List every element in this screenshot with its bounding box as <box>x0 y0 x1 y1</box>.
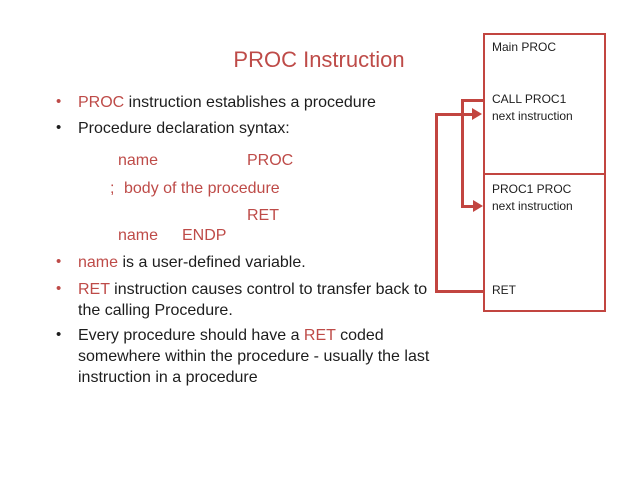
bullet-text: name is a user-defined variable. <box>78 254 306 271</box>
bullet-item: • name is a user-defined variable. <box>40 252 476 273</box>
diagram-call-proc1-label: CALL PROC1 <box>492 92 567 106</box>
return-arrow-segment-vertical <box>435 113 438 293</box>
bullet-item: • Every procedure should have a RET coded… <box>40 325 476 388</box>
syntax-text: body of the procedure <box>124 180 280 197</box>
diagram-proc1-proc-label: PROC1 PROC <box>492 182 572 196</box>
bullet-item: • PROC instruction establishes a procedur… <box>40 92 476 113</box>
bullet-item: • RET instruction causes control to trans… <box>40 279 476 321</box>
diagram-ret-label: RET <box>492 283 516 297</box>
syntax-text: ENDP <box>182 227 227 244</box>
syntax-text: PROC <box>247 152 294 169</box>
call-arrow-segment-vertical <box>461 99 464 208</box>
bullet-item: • Procedure declaration syntax: <box>40 118 476 139</box>
syntax-text: RET <box>247 207 279 224</box>
bullet-text: PROC instruction establishes a procedure <box>78 94 376 111</box>
procedure-box <box>483 33 606 312</box>
call-arrow-segment-top <box>461 99 483 102</box>
diagram-next-instruction-label-2: next instruction <box>492 199 573 213</box>
syntax-text: name <box>118 227 159 244</box>
bullet-text: RET instruction causes control to transf… <box>78 281 428 319</box>
diagram-next-instruction-label-1: next instruction <box>492 109 573 123</box>
bullet-marker: • <box>56 326 62 343</box>
bullet-marker: • <box>56 93 62 110</box>
procedure-box-divider <box>483 173 606 175</box>
call-arrow-segment-bottom <box>461 205 474 208</box>
call-arrow-head-icon <box>473 200 483 212</box>
bullet-marker: • <box>56 119 62 136</box>
syntax-text: name <box>118 152 159 169</box>
return-arrow-segment-top <box>435 113 473 116</box>
bullet-marker: • <box>56 253 62 270</box>
diagram-main-proc-label: Main PROC <box>492 40 557 54</box>
return-arrow-segment-bottom <box>435 290 483 293</box>
syntax-text: ; <box>110 180 115 197</box>
bullet-text: Procedure declaration syntax: <box>78 120 290 137</box>
bullet-marker: • <box>56 280 62 297</box>
page-title: PROC Instruction <box>233 47 405 72</box>
return-arrow-head-icon <box>472 108 482 120</box>
